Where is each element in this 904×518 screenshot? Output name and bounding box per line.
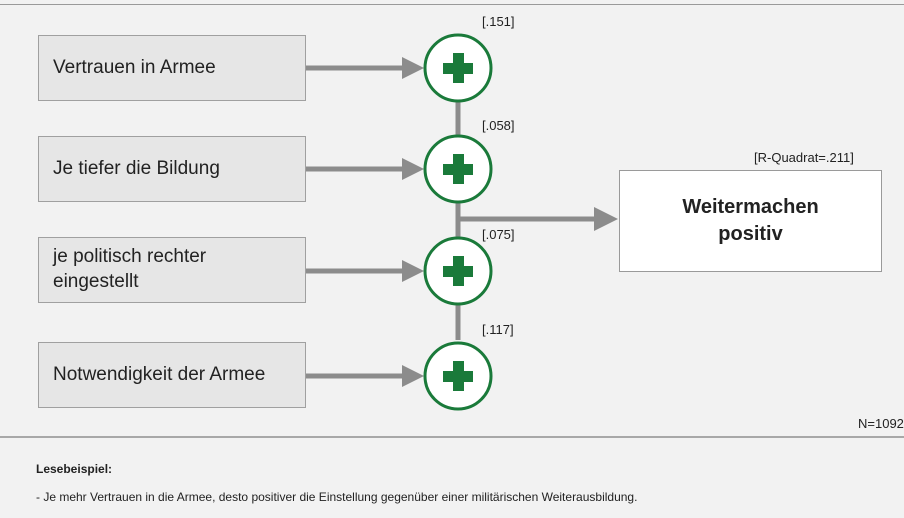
- outcome-arrowhead: [594, 207, 618, 231]
- plus-node-3: [423, 236, 493, 306]
- coefficient-3: [.075]: [482, 227, 515, 242]
- arrowhead-2: [402, 158, 424, 180]
- arrowhead-1: [402, 57, 424, 79]
- outcome-box: Weitermachen positiv: [619, 170, 882, 272]
- plus-node-4: [423, 341, 493, 411]
- predictor-box-3: je politisch rechter eingestellt: [38, 237, 306, 303]
- r-squared-label: [R-Quadrat=.211]: [754, 150, 854, 165]
- coefficient-2: [.058]: [482, 118, 515, 133]
- predictor-label: Notwendigkeit der Armee: [53, 363, 266, 385]
- predictor-label: je politisch rechter eingestellt: [53, 246, 207, 292]
- reading-example-text: - Je mehr Vertrauen in die Armee, desto …: [36, 490, 638, 504]
- plus-icon: [443, 53, 473, 83]
- plus-node-2: [423, 134, 493, 204]
- plus-icon: [443, 256, 473, 286]
- plus-icon: [443, 361, 473, 391]
- plus-icon: [443, 154, 473, 184]
- coefficient-1: [.151]: [482, 14, 515, 29]
- plus-node-1: [423, 33, 493, 103]
- reading-example-title: Lesebeispiel:: [36, 462, 113, 476]
- predictor-box-4: Notwendigkeit der Armee: [38, 342, 306, 408]
- predictor-label: Je tiefer die Bildung: [53, 157, 220, 179]
- arrowhead-4: [402, 365, 424, 387]
- arrowhead-3: [402, 260, 424, 282]
- predictor-arrows: [306, 57, 424, 387]
- coefficient-4: [.117]: [482, 322, 514, 337]
- bottom-divider: [0, 436, 904, 438]
- predictor-box-2: Je tiefer die Bildung: [38, 136, 306, 202]
- diagram-connectors: [306, 33, 618, 411]
- outcome-label: Weitermachen positiv: [682, 196, 819, 245]
- predictor-label: Vertrauen in Armee: [53, 56, 216, 78]
- top-divider: [0, 4, 904, 5]
- predictor-box-1: Vertrauen in Armee: [38, 35, 306, 101]
- sample-size-label: N=1092: [858, 416, 904, 431]
